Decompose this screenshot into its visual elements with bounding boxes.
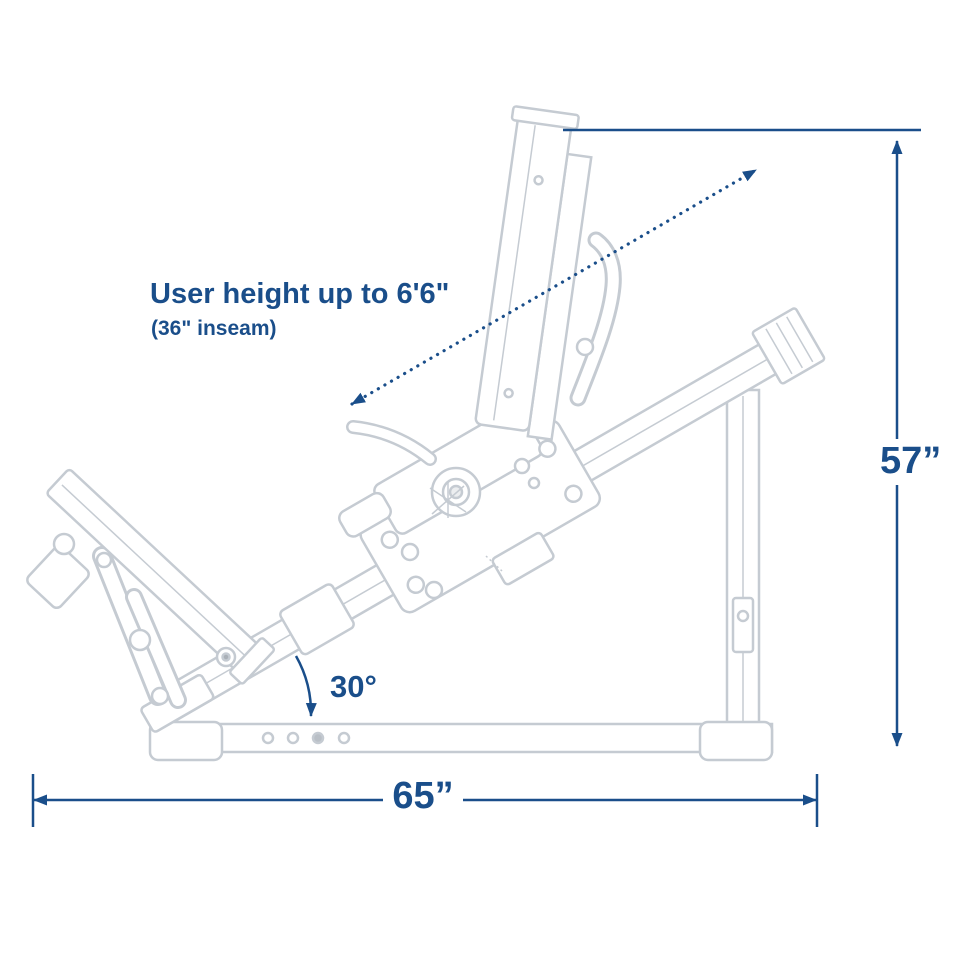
height-dimension-label: 57”: [876, 439, 946, 485]
foot-plate-assembly: [26, 468, 276, 709]
left-foot: [148, 720, 224, 762]
foot-plate: [46, 468, 276, 685]
base-frame: [148, 720, 774, 762]
adjust-hole: [261, 731, 275, 745]
pivot-joint: [150, 686, 170, 706]
pivot-joint: [95, 551, 113, 569]
user-height-label: User height up to 6'6": [150, 278, 450, 310]
adjust-hole: [337, 731, 351, 745]
adjust-hole-pin: [311, 731, 325, 745]
user-height-dotted-arrow: [350, 168, 758, 406]
pivot-joint: [128, 628, 152, 652]
roller: [424, 580, 444, 600]
seat-pad: [338, 491, 392, 538]
rail-collar: [279, 583, 355, 656]
width-dimension-label: 65”: [383, 775, 463, 818]
adjust-hole: [286, 731, 300, 745]
plate-bracket: [26, 544, 90, 610]
carriage-assembly: [338, 397, 602, 614]
rail-end-bracket: [751, 307, 826, 385]
incline-leg-press-machine: [26, 105, 826, 762]
dimension-annotations: [31, 128, 921, 827]
inseam-label: (36" inseam): [151, 317, 277, 340]
angle-arc: [294, 655, 317, 717]
angle-label: 30°: [330, 669, 377, 704]
right-foot: [698, 720, 774, 762]
pivot-joint: [52, 532, 76, 556]
support-post: [725, 388, 761, 730]
roller: [400, 542, 420, 562]
